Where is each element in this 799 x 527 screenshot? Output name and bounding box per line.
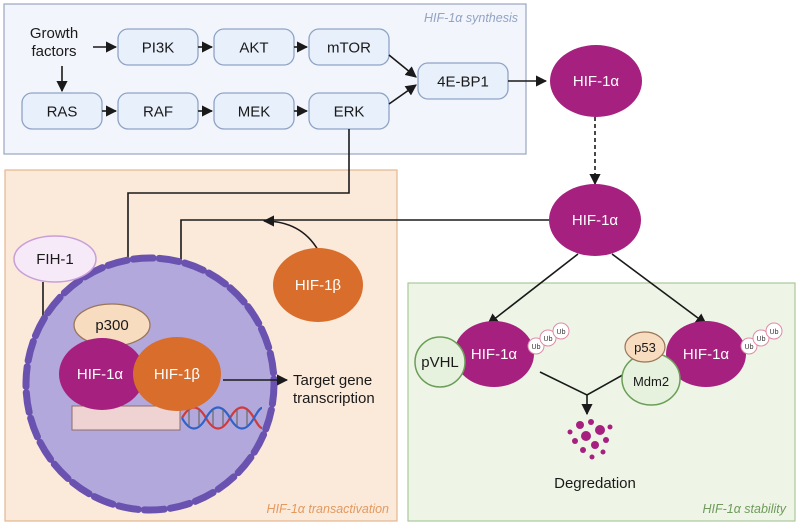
fih1-label: FIH-1 bbox=[36, 251, 74, 268]
arrow-hif1a-to-pvhl-complex bbox=[487, 253, 579, 325]
p53-label: p53 bbox=[634, 340, 656, 355]
mek-label: MEK bbox=[238, 104, 271, 121]
arrow-erk-to-p300 bbox=[122, 129, 350, 272]
hif1b-free-label: HIF-1β bbox=[295, 277, 342, 294]
pathway-node-ras: RAS bbox=[21, 92, 103, 130]
target-gene-line1: Target gene bbox=[293, 372, 372, 389]
pathway-node-raf: RAF bbox=[117, 92, 199, 130]
stability-panel: HIF-1α stability bbox=[407, 282, 796, 522]
ras-label: RAS bbox=[47, 104, 78, 121]
arrow-erk-to-4ebp1 bbox=[388, 84, 417, 105]
dna-binding-bar bbox=[71, 405, 181, 431]
hif1a-node-top: HIF-1α bbox=[550, 45, 642, 117]
hif1a-mdm2-complex-label: HIF-1α bbox=[683, 346, 730, 363]
pvhl-node: pVHL bbox=[414, 336, 466, 388]
pathway-node-erk: ERK bbox=[308, 92, 390, 130]
pi3k-label: PI3K bbox=[142, 40, 175, 57]
ubiquitin-group-right: Ub Ub Ub bbox=[740, 322, 783, 355]
stability-arrows bbox=[487, 253, 707, 416]
hif1a-node-nucleus: HIF-1α bbox=[59, 338, 145, 410]
stability-panel-title: HIF-1α stability bbox=[702, 502, 786, 516]
ub-label: Ub bbox=[544, 336, 553, 343]
degradation-fragments-icon bbox=[567, 419, 613, 460]
p53-node: p53 bbox=[624, 331, 666, 363]
hif1a-top-label: HIF-1α bbox=[573, 73, 620, 90]
synthesis-arrows bbox=[56, 41, 601, 186]
transactivation-panel-title: HIF-1α transactivation bbox=[267, 502, 389, 516]
ub-label: Ub bbox=[770, 329, 779, 336]
hif1a-pvhl-complex-label: HIF-1α bbox=[471, 346, 518, 363]
pathway-node-mek: MEK bbox=[213, 92, 295, 130]
growth-factors-label: Growth factors bbox=[30, 25, 78, 60]
mtor-label: mTOR bbox=[327, 40, 371, 57]
fih1-node: FIH-1 bbox=[13, 235, 97, 283]
hif1b-node-free: HIF-1β bbox=[273, 248, 363, 322]
hif1a-middle-label: HIF-1α bbox=[572, 212, 619, 229]
ub-label: Ub bbox=[745, 344, 754, 351]
pvhl-label: pVHL bbox=[421, 354, 459, 371]
pathway-node-4ebp1: 4E-BP1 bbox=[417, 62, 509, 100]
raf-label: RAF bbox=[143, 104, 173, 121]
ub-label: Ub bbox=[532, 344, 541, 351]
ub-label: Ub bbox=[557, 329, 566, 336]
growth-factors-line2: factors bbox=[31, 43, 76, 60]
p300-node: p300 bbox=[73, 303, 151, 347]
arrow-hif1b-to-line bbox=[262, 215, 319, 251]
hif1a-node-pvhl-complex: HIF-1α bbox=[454, 321, 534, 387]
degradation-label: Degredation bbox=[554, 475, 636, 492]
hif1b-nucleus-label: HIF-1β bbox=[154, 366, 201, 383]
arrow-hif1a-to-mdm2-complex bbox=[611, 253, 707, 325]
akt-label: AKT bbox=[239, 40, 268, 57]
target-gene-label: Target gene transcription bbox=[293, 372, 375, 407]
pathway-node-akt: AKT bbox=[213, 28, 295, 66]
arrow-mtor-to-4ebp1 bbox=[388, 54, 417, 78]
hif1b-node-nucleus: HIF-1β bbox=[133, 337, 221, 411]
erk-label: ERK bbox=[334, 104, 365, 121]
pathway-node-pi3k: PI3K bbox=[117, 28, 199, 66]
target-gene-line2: transcription bbox=[293, 390, 375, 407]
hif1a-node-mdm2-complex: HIF-1α bbox=[666, 321, 746, 387]
hif1a-nucleus-label: HIF-1α bbox=[77, 366, 124, 383]
pathway-node-mtor: mTOR bbox=[308, 28, 390, 66]
ubiquitin-group-left: Ub Ub Ub bbox=[527, 322, 570, 355]
p300-label: p300 bbox=[95, 317, 128, 334]
dna-helix-icon bbox=[181, 406, 263, 430]
growth-factors-line1: Growth bbox=[30, 25, 78, 42]
synthesis-panel-title: HIF-1α synthesis bbox=[424, 11, 518, 25]
mdm2-label: Mdm2 bbox=[633, 374, 669, 389]
ub-label: Ub bbox=[757, 336, 766, 343]
hif1a-node-middle: HIF-1α bbox=[549, 184, 641, 256]
4ebp1-label: 4E-BP1 bbox=[437, 74, 489, 91]
